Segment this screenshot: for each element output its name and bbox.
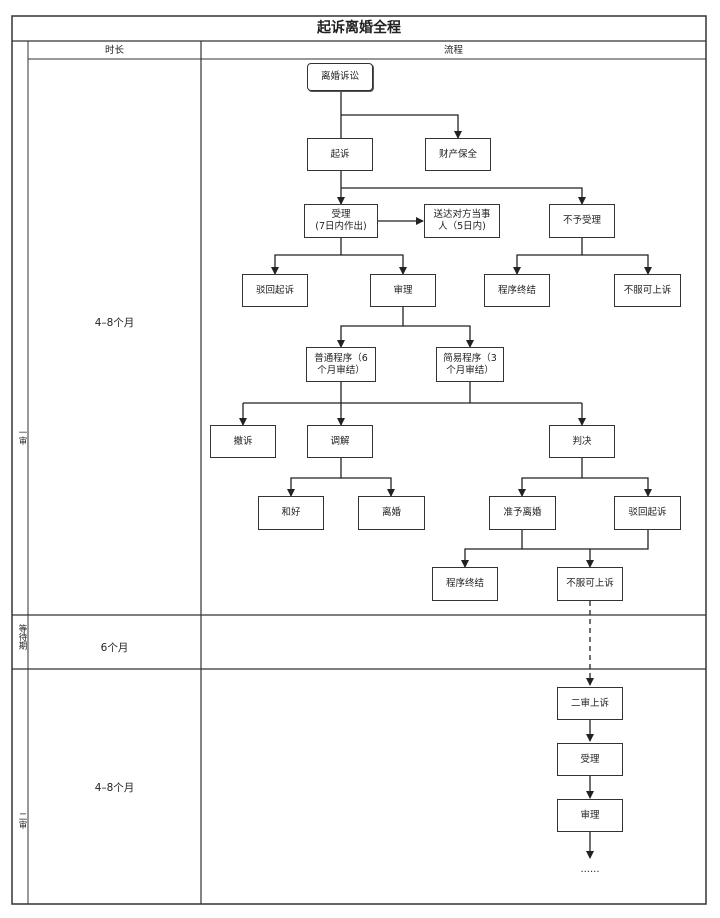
node-second-appeal: 二审上诉: [557, 687, 623, 720]
node-grant-divorce: 准予离婚: [489, 496, 556, 530]
duration-waiting: 6个月: [100, 642, 129, 654]
node-dismiss-suit-1: 驳回起诉: [242, 274, 308, 307]
header-process: 流程: [443, 45, 463, 56]
stage-first-trial: 一审: [17, 428, 27, 445]
duration-first-trial: 4–8个月: [94, 317, 135, 329]
stage-second-trial: 二审: [17, 812, 27, 829]
ellipsis-continuation: ......: [580, 864, 600, 875]
stage-waiting: 等待期: [17, 624, 27, 650]
node-divorce: 离婚: [358, 496, 425, 530]
node-appeal-2: 不服可上诉: [557, 567, 623, 601]
page-title: 起诉离婚全程: [317, 20, 401, 36]
node-judgment: 判决: [549, 425, 615, 458]
duration-second-trial: 4–8个月: [94, 782, 135, 794]
node-appeal-1: 不服可上诉: [614, 274, 681, 307]
node-reject-accept: 不予受理: [549, 204, 615, 238]
node-trial: 审理: [370, 274, 436, 307]
node-procedure-end-2: 程序终结: [432, 567, 498, 601]
node-withdraw: 撤诉: [210, 425, 276, 458]
node-sue: 起诉: [307, 138, 373, 171]
node-dismiss-suit-2: 驳回起诉: [614, 496, 681, 530]
node-divorce-lawsuit: 离婚诉讼: [307, 63, 373, 91]
node-mediate: 调解: [307, 425, 373, 458]
connectors: [239, 91, 652, 859]
node-serve-parties: 送达对方当事 人（5日内): [424, 204, 500, 238]
node-procedure-end-1: 程序终结: [484, 274, 550, 307]
node-accept: 受理 (7日内作出): [304, 204, 378, 238]
node-property-preservation: 财产保全: [425, 138, 491, 171]
node-accept-2: 受理: [557, 743, 623, 776]
node-reconcile: 和好: [258, 496, 324, 530]
node-simple-procedure: 简易程序（3 个月审结）: [436, 347, 504, 382]
node-trial-2: 审理: [557, 799, 623, 832]
header-duration: 时长: [104, 45, 124, 56]
node-ordinary-procedure: 普通程序（6 个月审结）: [306, 347, 376, 382]
